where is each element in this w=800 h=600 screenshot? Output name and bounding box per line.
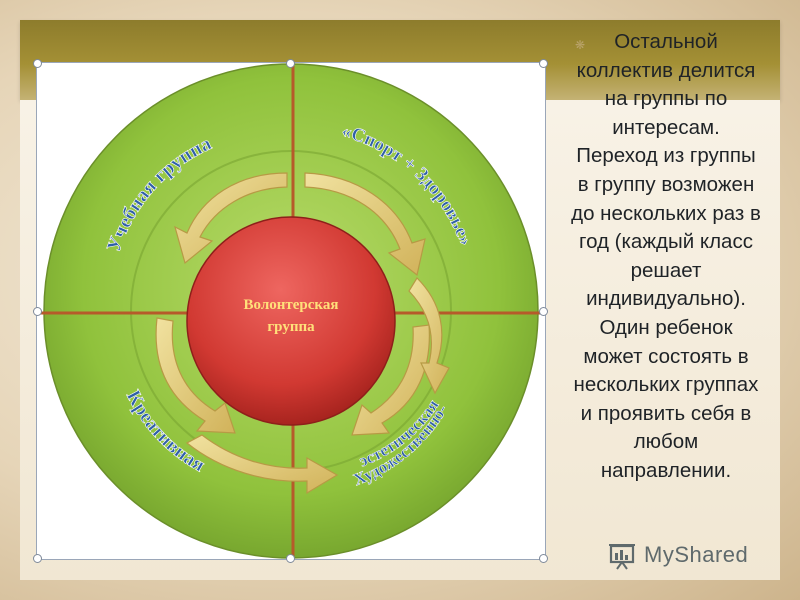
resize-handle-middle-right[interactable] (539, 307, 548, 316)
diagram-svg: Волонтерская группа Учебная группа «Спор… (39, 63, 543, 559)
text-line: нескольких группах (573, 373, 759, 397)
center-label-line1: Волонтерская (244, 297, 339, 313)
arrow-top-right (304, 172, 426, 277)
text-line: интересам. (612, 115, 720, 139)
text-line: индивидуально). (586, 287, 746, 311)
text-line: в группу возможен (577, 172, 755, 196)
text-line: на группы по (604, 87, 728, 111)
resize-handle-bottom-center[interactable] (286, 554, 295, 563)
volunteer-diagram: Волонтерская группа Учебная группа «Спор… (36, 62, 546, 560)
cycle-arrows (155, 172, 450, 495)
resize-handle-top-center[interactable] (286, 59, 295, 68)
text-line: до нескольких раз в (571, 201, 761, 225)
text-line: Один ребенок (599, 315, 733, 339)
resize-handle-top-left[interactable] (33, 59, 42, 68)
text-line: любом (633, 430, 699, 454)
center-circle (186, 216, 396, 426)
text-line: Переход из группы (576, 144, 756, 168)
resize-handle-bottom-left[interactable] (33, 554, 42, 563)
text-line: Остальной (614, 30, 718, 53)
resize-handle-middle-left[interactable] (33, 307, 42, 316)
center-label-line2: группа (267, 319, 315, 335)
presentation-icon (609, 544, 635, 570)
description-text: Остальной коллектив делится на группы по… (540, 28, 792, 540)
logo-text: MyShared (644, 542, 749, 567)
text-line: год (каждый класс (579, 230, 753, 254)
arrow-bottom-center (185, 434, 339, 495)
resize-handle-bottom-right[interactable] (539, 554, 548, 563)
arrow-top-left (174, 172, 288, 265)
bullet-icon: ❋ (575, 38, 586, 52)
resize-handle-top-right[interactable] (539, 59, 548, 68)
text-line: коллектив делится (576, 58, 756, 82)
arrow-right-loop (408, 277, 450, 395)
text-line: решает (630, 258, 702, 282)
arrow-bottom-left (155, 317, 236, 434)
text-line: направлении. (600, 458, 732, 482)
text-line: и проявить себя в (580, 401, 752, 425)
myshared-logo[interactable]: MyShared (608, 538, 778, 574)
text-line: может состоять в (583, 344, 749, 368)
